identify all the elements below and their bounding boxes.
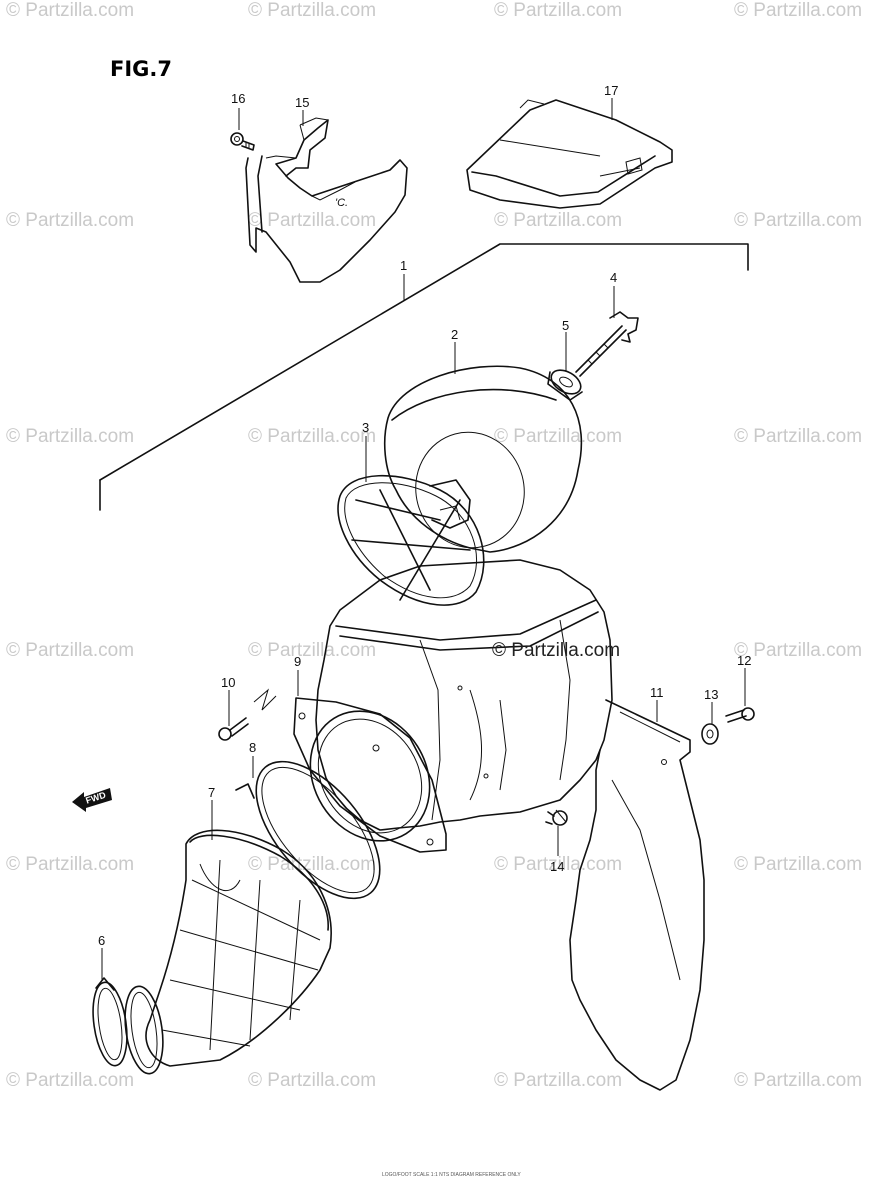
watermark: © Partzilla.com	[494, 426, 622, 447]
callout-5: 5	[562, 318, 569, 333]
callout-14: 14	[550, 859, 564, 874]
watermark: © Partzilla.com	[248, 640, 376, 661]
part-6-clamp	[92, 977, 164, 1075]
part-15-bracket: 'C.	[245, 117, 408, 283]
watermark: © Partzilla.com	[734, 1070, 862, 1091]
watermark: © Partzilla.com	[734, 210, 862, 231]
part-13-washer	[701, 723, 719, 745]
fwd-arrow-icon: FWD	[72, 788, 112, 812]
callout-labels: 16 15 17 1 4 5 2 3 9 10 12 11 13 8 7 14 …	[98, 83, 751, 948]
callout-3: 3	[362, 420, 369, 435]
callout-2: 2	[451, 327, 458, 342]
part-11-duct	[569, 699, 705, 1091]
callout-8: 8	[249, 740, 256, 755]
watermark: © Partzilla.com	[494, 210, 622, 231]
callout-13: 13	[704, 687, 718, 702]
watermark: © Partzilla.com	[248, 0, 376, 21]
figure-title: FIG.7	[110, 57, 172, 81]
watermark: © Partzilla.com	[6, 210, 134, 231]
callout-16: 16	[231, 91, 245, 106]
part-8-seal	[235, 760, 381, 900]
watermark: © Partzilla.com	[6, 0, 134, 21]
watermark: © Partzilla.com	[494, 854, 622, 875]
callout-12: 12	[737, 653, 751, 668]
callout-11: 11	[650, 685, 664, 700]
callout-15: 15	[295, 95, 309, 110]
watermark: © Partzilla.com	[6, 640, 134, 661]
footer-note: LOGO/FOOT SCALE 1:1 NTS DIAGRAM REFERENC…	[382, 1172, 521, 1178]
part-12-screw	[725, 707, 755, 723]
part-4-wing-bolt	[575, 311, 639, 377]
svg-text:'C.: 'C.	[335, 197, 348, 209]
watermark: © Partzilla.com	[248, 426, 376, 447]
watermark-layer: © Partzilla.com © Partzilla.com © Partzi…	[6, 0, 862, 1091]
watermark: © Partzilla.com	[734, 854, 862, 875]
part-10-screw	[218, 688, 277, 741]
watermark: © Partzilla.com	[494, 0, 622, 21]
part-9-flange	[293, 697, 447, 853]
assembly-bracket-1	[99, 243, 749, 511]
callout-7: 7	[208, 785, 215, 800]
watermark: © Partzilla.com	[734, 0, 862, 21]
part-3-filter-frame	[337, 474, 485, 606]
watermark: © Partzilla.com	[6, 426, 134, 447]
callout-1: 1	[400, 258, 407, 273]
watermark: © Partzilla.com	[6, 854, 134, 875]
part-airbox-housing	[315, 559, 613, 831]
watermark-main: © Partzilla.com	[492, 640, 620, 661]
callout-4: 4	[610, 270, 617, 285]
leader-lines	[101, 98, 746, 980]
callout-6: 6	[98, 933, 105, 948]
watermark: © Partzilla.com	[248, 854, 376, 875]
watermark: © Partzilla.com	[734, 640, 862, 661]
part-7-intake-boot	[145, 829, 332, 1067]
part-17-cover	[466, 99, 673, 209]
watermark: © Partzilla.com	[494, 1070, 622, 1091]
watermark: © Partzilla.com	[248, 1070, 376, 1091]
watermark: © Partzilla.com	[6, 1070, 134, 1091]
watermark: © Partzilla.com	[248, 210, 376, 231]
part-5-grommet	[547, 369, 583, 401]
watermark: © Partzilla.com	[734, 426, 862, 447]
callout-10: 10	[221, 675, 235, 690]
callout-9: 9	[294, 654, 301, 669]
callout-17: 17	[604, 83, 618, 98]
part-14-screw	[545, 809, 568, 826]
part-2-filter-element	[383, 365, 583, 553]
part-16-bolt	[230, 132, 255, 151]
